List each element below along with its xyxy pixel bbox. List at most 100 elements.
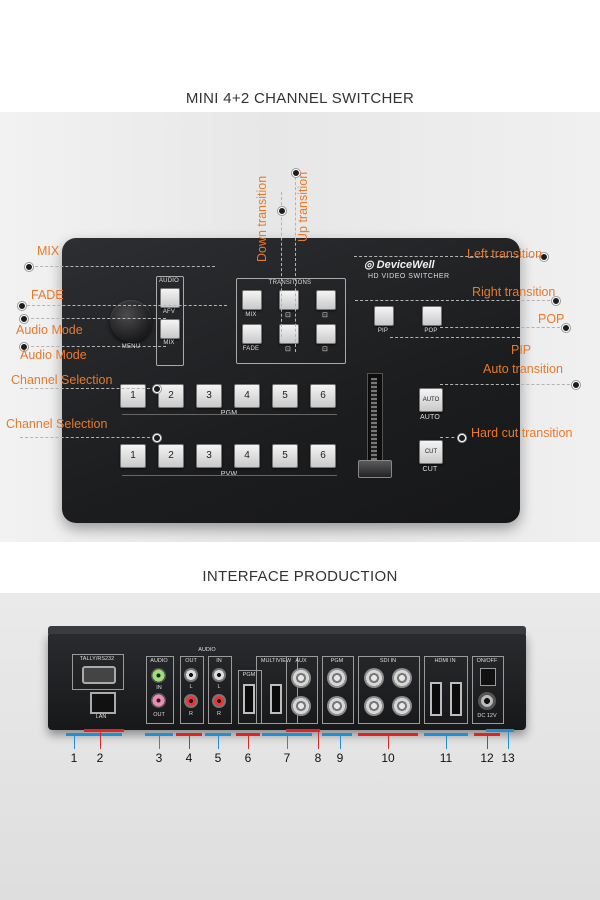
callout-number-13: 13	[501, 751, 515, 765]
seg-9	[322, 733, 352, 736]
power-box	[472, 656, 504, 724]
down-arrow-icon: ⊡	[284, 312, 292, 319]
pgm-button-2[interactable]: 2	[158, 384, 184, 408]
pvw-button-4[interactable]: 4	[234, 444, 260, 468]
tbar-handle[interactable]	[358, 460, 392, 478]
rca-out-l	[184, 668, 198, 682]
pvw-divider	[122, 475, 337, 476]
right-transition-button[interactable]	[316, 324, 336, 344]
pgm-sdi-bnc-bottom	[327, 696, 347, 716]
auto-button[interactable]: AUTO	[419, 388, 443, 412]
down-transition-button[interactable]	[279, 290, 299, 310]
power-switch[interactable]	[480, 668, 496, 686]
brand-logo-text: DeviceWell	[376, 259, 435, 271]
lead-13	[508, 731, 509, 749]
channel-2-leader	[20, 437, 155, 438]
transitions-title: TRANSITIONS	[268, 280, 312, 286]
auto-label: AUTO	[419, 414, 441, 421]
pop-button[interactable]	[422, 306, 442, 326]
lead-9	[340, 735, 341, 749]
console-photo: ◎ DeviceWell HD VIDEO SWITCHER AUDIO AFV…	[0, 112, 600, 542]
lead-10	[388, 735, 389, 749]
transition-fade-button[interactable]	[242, 324, 262, 344]
audio-mix-label: MIX	[163, 340, 175, 346]
annotation-audio-mode-1: Audio Mode	[16, 323, 83, 337]
lead-4	[189, 735, 190, 749]
lan-port	[90, 692, 116, 714]
dc-jack	[478, 692, 496, 710]
aux-label: AUX	[295, 658, 307, 664]
pvw-button-5[interactable]: 5	[272, 444, 298, 468]
on-off-label: ON/OFF	[476, 658, 498, 664]
up-transition-button[interactable]	[279, 324, 299, 344]
sdi-in-bnc-4	[392, 696, 412, 716]
pgm-button-4[interactable]: 4	[234, 384, 260, 408]
audio-mode-1-leader	[26, 318, 166, 319]
rca-in-box	[208, 656, 232, 724]
annotation-up-transition: Up transition	[296, 171, 310, 242]
dc-label: DC 12V	[477, 713, 497, 719]
callout-number-11: 11	[439, 751, 453, 765]
up-arrow-icon: ⊡	[284, 346, 292, 353]
seg-6	[236, 733, 260, 736]
audio-mode-1-dot	[20, 315, 28, 323]
pvw-button-1[interactable]: 1	[120, 444, 146, 468]
menu-knob[interactable]	[110, 300, 152, 342]
audio-mode-2-leader	[26, 346, 166, 347]
pvw-button-6[interactable]: 6	[310, 444, 336, 468]
rca-in-l-label: L	[217, 684, 221, 690]
pgm-button-5[interactable]: 5	[272, 384, 298, 408]
pop-label: POP	[424, 328, 438, 334]
seg-13	[486, 729, 514, 732]
lead-12	[487, 735, 488, 749]
pip-button[interactable]	[374, 306, 394, 326]
pgm-button-6[interactable]: 6	[310, 384, 336, 408]
seg-4	[176, 733, 202, 736]
transition-mix-button[interactable]	[242, 290, 262, 310]
rca-out-r-label: R	[189, 711, 193, 717]
switcher-console: ◎ DeviceWell HD VIDEO SWITCHER AUDIO AFV…	[62, 238, 520, 523]
audio-group	[156, 276, 184, 366]
hdmi-in-label: HDMI IN	[434, 658, 456, 664]
rear-panel: TALLY/RS232 LAN AUDIO IN OUT AUDIO OUT L…	[48, 626, 526, 730]
channel-1-leader	[20, 388, 155, 389]
seg-3	[145, 733, 173, 736]
callout-number-5: 5	[214, 751, 222, 765]
callout-number-8: 8	[314, 751, 322, 765]
menu-label: MENU	[121, 344, 141, 350]
cut-button[interactable]: CUT	[419, 440, 443, 464]
annotation-channel-selection-2: Channel Selection	[6, 417, 108, 431]
afv-button[interactable]	[160, 288, 180, 308]
down-dot	[278, 207, 286, 215]
pip-leader	[390, 337, 520, 338]
rca-out-r	[184, 694, 198, 708]
rca-in-r	[212, 694, 226, 708]
lead-11	[446, 735, 447, 749]
right-leader	[355, 300, 555, 301]
rear-top-edge	[48, 626, 526, 634]
pop-leader	[440, 327, 565, 328]
rca-audio-label: AUDIO	[198, 647, 216, 653]
rca-out-l-label: L	[189, 684, 193, 690]
pgm-button-3[interactable]: 3	[196, 384, 222, 408]
lead-5	[218, 735, 219, 749]
left-transition-button[interactable]	[316, 290, 336, 310]
audio-mix-button[interactable]	[160, 319, 180, 339]
callout-number-1: 1	[70, 751, 78, 765]
callout-number-12: 12	[480, 751, 494, 765]
left-dot	[540, 253, 548, 261]
pgm-divider	[122, 414, 337, 415]
callout-number-3: 3	[155, 751, 163, 765]
lead-6	[248, 735, 249, 749]
pvw-button-3[interactable]: 3	[196, 444, 222, 468]
model-label: HD VIDEO SWITCHER	[368, 273, 450, 280]
pgm-sdi-label: PGM	[330, 658, 344, 664]
callout-number-2: 2	[96, 751, 104, 765]
annotation-channel-selection-1: Channel Selection	[11, 373, 113, 387]
callout-number-4: 4	[185, 751, 193, 765]
pgm-sdi-bnc-top	[327, 668, 347, 688]
lead-1	[74, 735, 75, 749]
pop-dot	[562, 324, 570, 332]
callout-number-6: 6	[244, 751, 252, 765]
pvw-button-2[interactable]: 2	[158, 444, 184, 468]
